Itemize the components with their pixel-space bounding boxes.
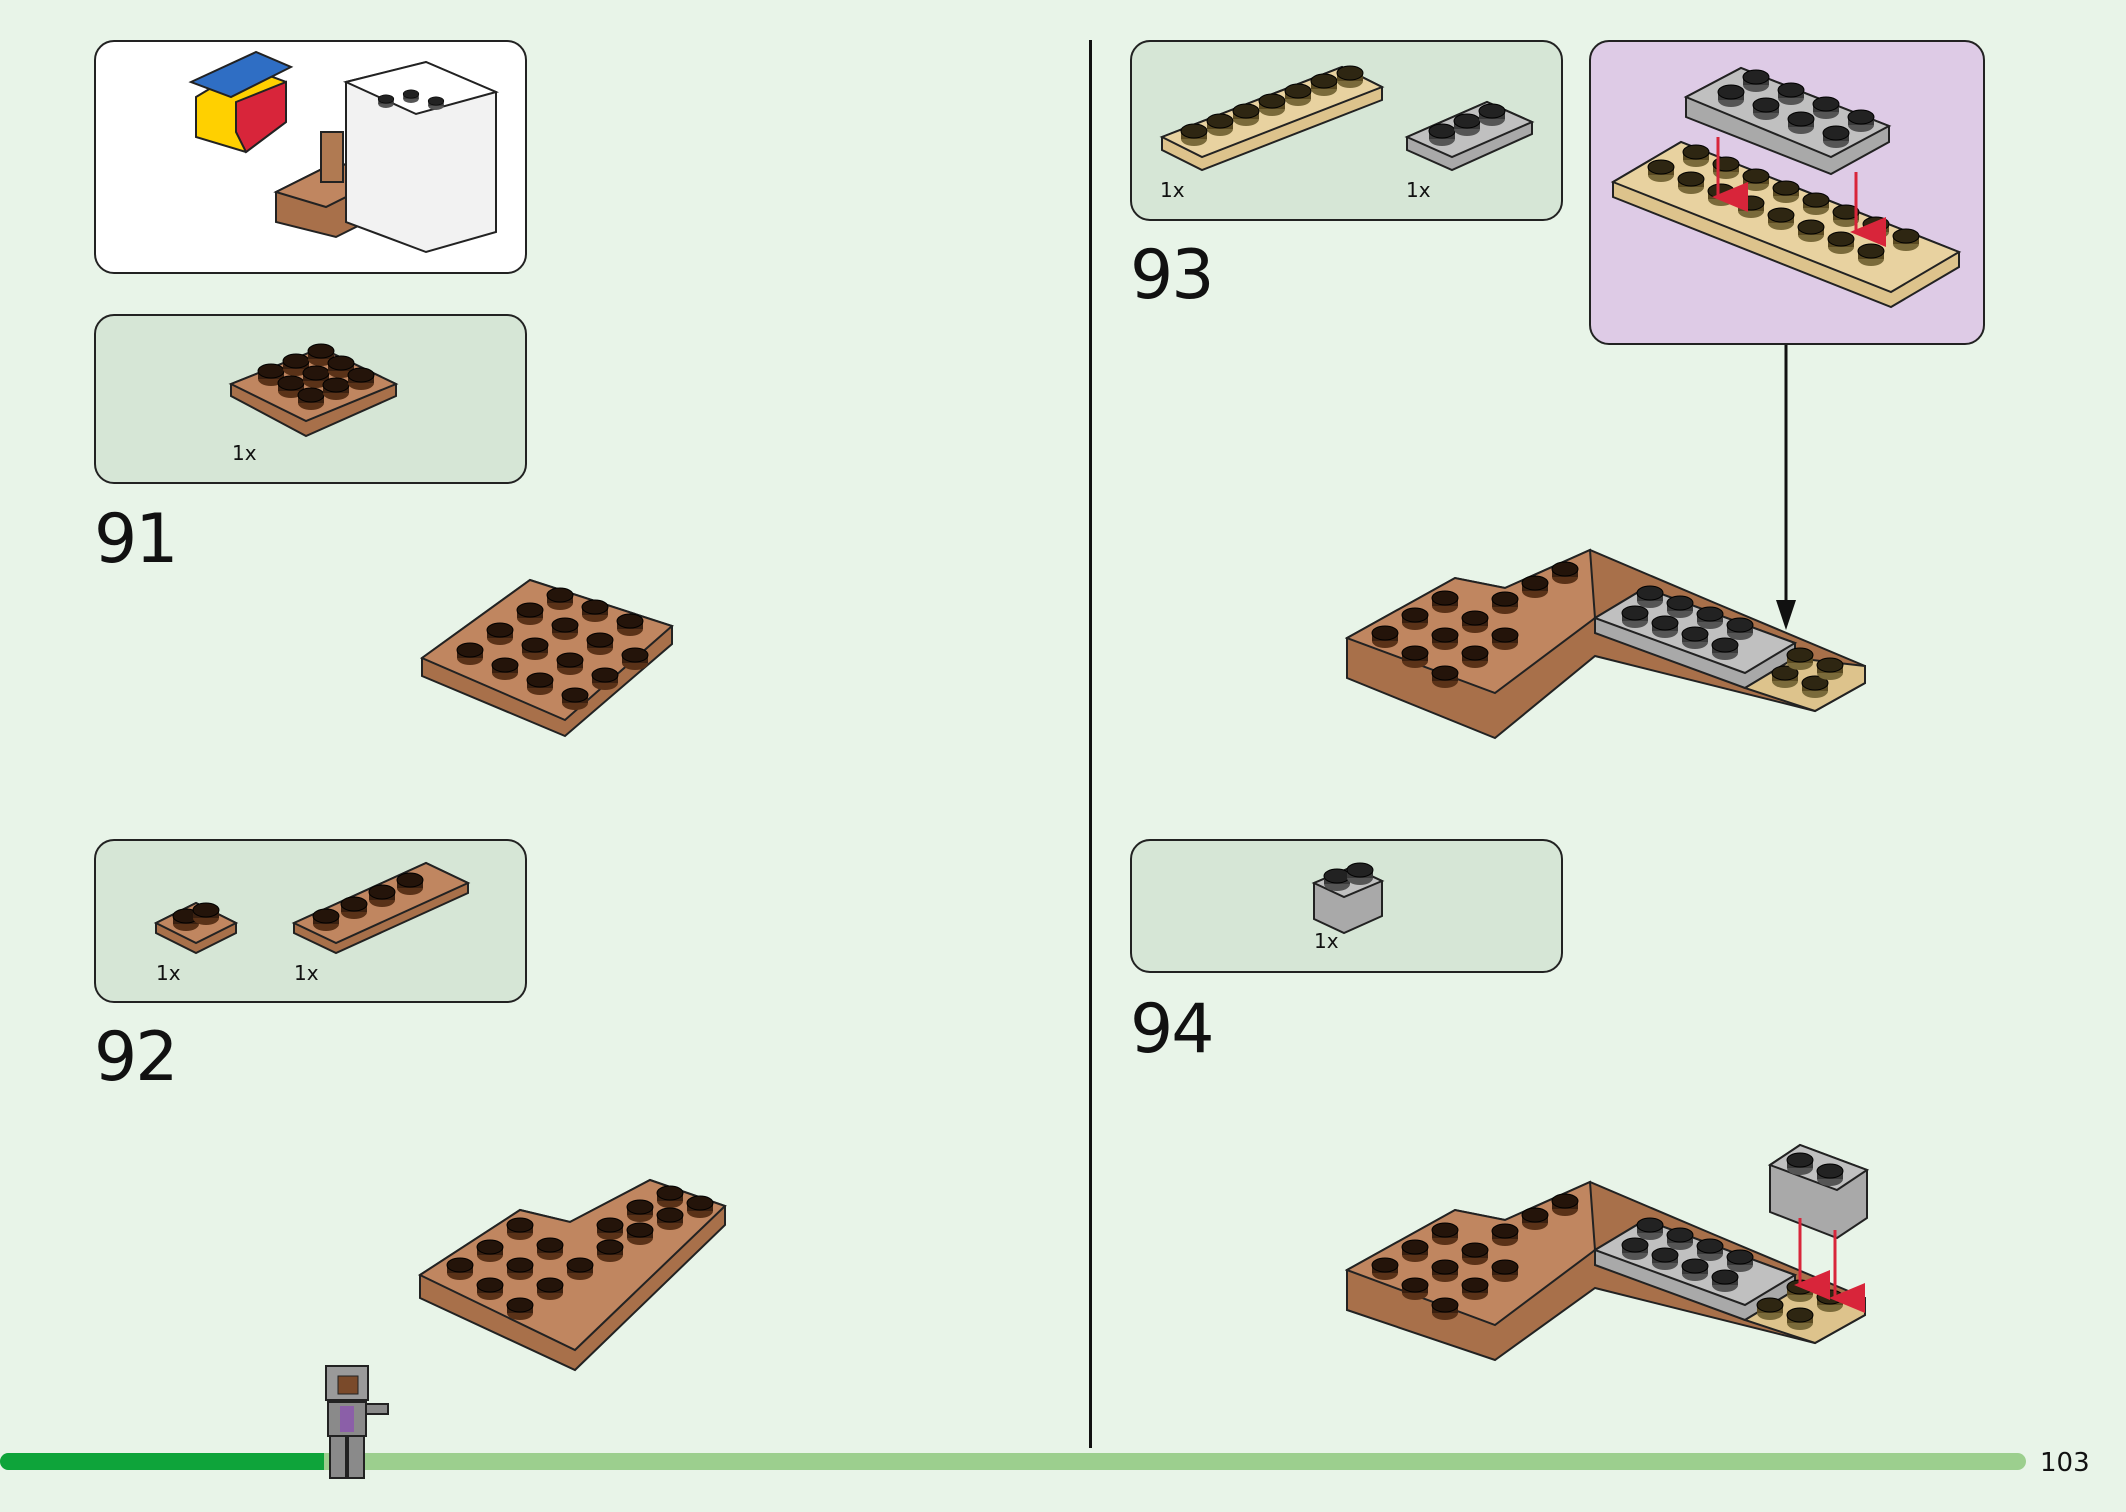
gray-1x2-brick-part (1311, 862, 1385, 935)
part-quantity: 1x (232, 441, 257, 465)
part-quantity: 1x (1160, 178, 1185, 202)
submodel-preview-panel (94, 40, 527, 274)
parts-list-panel: 1x (94, 314, 527, 484)
parts-list-panel: 1x 1x (94, 839, 527, 1003)
part-quantity: 1x (1406, 178, 1431, 202)
step-number: 91 (94, 500, 179, 579)
parts-list-panel: 1x 1x (1130, 40, 1563, 221)
progress-fill (0, 1453, 325, 1470)
step-92-model (417, 1178, 727, 1372)
step-number: 94 (1130, 990, 1215, 1069)
minifigure-icon (325, 1365, 389, 1479)
step-number: 92 (94, 1018, 179, 1097)
step-93-model (1345, 548, 1866, 740)
brown-plates-part (153, 861, 471, 955)
parts-list-panel: 1x (1130, 839, 1563, 973)
page-number: 103 (2040, 1448, 2090, 1478)
step-91-model (419, 578, 674, 738)
part-quantity: 1x (294, 961, 319, 985)
black-callout-arrow-icon (1776, 345, 1796, 630)
progress-track (0, 1453, 2026, 1470)
submodel-preview-icon (188, 50, 500, 254)
part-quantity: 1x (1314, 929, 1339, 953)
plates-part (1159, 65, 1535, 172)
zoom-callout-panel (1589, 40, 1985, 345)
page-divider (1089, 40, 1092, 1448)
gray-plate-on-tan-callout (1610, 66, 1962, 309)
step-number: 93 (1130, 236, 1215, 315)
brown-4x4-plate-part (228, 343, 399, 438)
part-quantity: 1x (156, 961, 181, 985)
step-94-model (1345, 1143, 1870, 1362)
